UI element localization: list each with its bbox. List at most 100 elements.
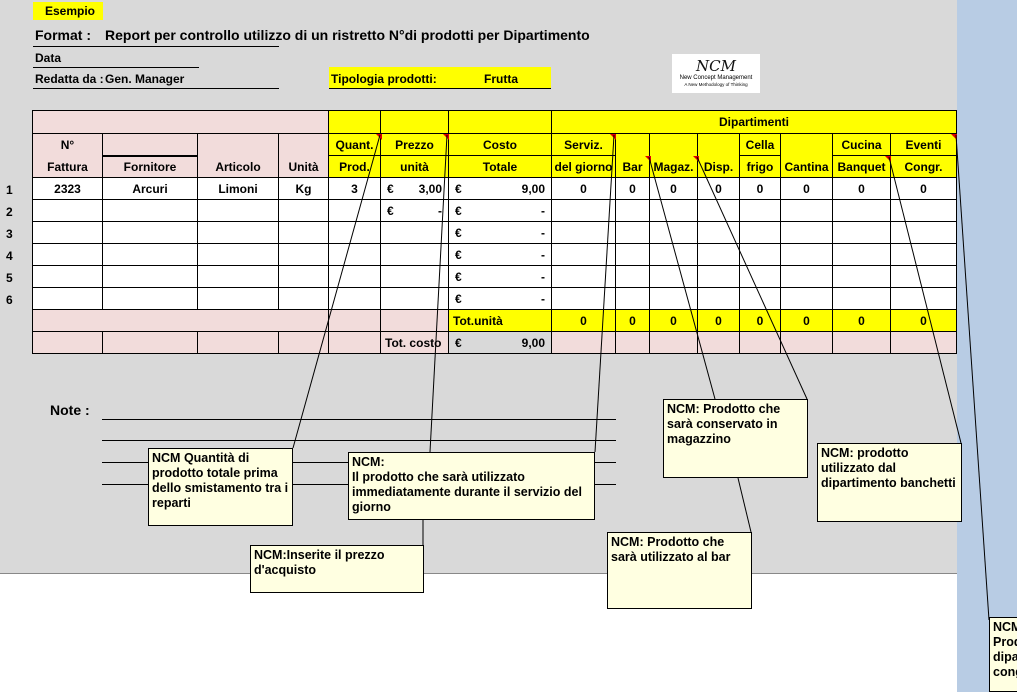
comment-bar[interactable]: NCM: Prodotto che sarà utilizzato al bar xyxy=(607,532,752,609)
table-cell[interactable]: €- xyxy=(381,200,449,222)
table-cell[interactable]: €9,00 xyxy=(449,178,552,200)
table-cell[interactable]: 0 xyxy=(698,178,740,200)
table-cell[interactable]: €3,00 xyxy=(381,178,449,200)
table-cell[interactable] xyxy=(781,244,833,266)
table-cell[interactable] xyxy=(781,288,833,310)
table-cell[interactable]: €- xyxy=(449,288,552,310)
table-cell[interactable] xyxy=(103,222,198,244)
table-cell[interactable] xyxy=(279,222,329,244)
table-cell[interactable] xyxy=(740,244,781,266)
table-cell[interactable] xyxy=(103,288,198,310)
comment-banchetti[interactable]: NCM: prodotto utilizzato dal dipartiment… xyxy=(817,443,962,522)
table-cell[interactable] xyxy=(650,200,698,222)
table-cell[interactable] xyxy=(329,244,381,266)
table-cell[interactable] xyxy=(891,288,957,310)
table-cell[interactable] xyxy=(740,222,781,244)
table-cell[interactable]: Arcuri xyxy=(103,178,198,200)
table-cell[interactable] xyxy=(279,266,329,288)
table-cell[interactable] xyxy=(650,288,698,310)
table-cell[interactable] xyxy=(552,200,616,222)
table-cell[interactable] xyxy=(833,200,891,222)
table-cell[interactable] xyxy=(552,288,616,310)
table-cell[interactable] xyxy=(698,244,740,266)
table-cell[interactable] xyxy=(833,244,891,266)
table-cell[interactable] xyxy=(33,244,103,266)
table-cell[interactable]: 0 xyxy=(833,178,891,200)
table-cell[interactable] xyxy=(781,200,833,222)
table-cell[interactable]: €- xyxy=(449,200,552,222)
comment-indicator-icon[interactable] xyxy=(951,134,957,140)
table-cell[interactable] xyxy=(279,244,329,266)
table-cell[interactable] xyxy=(698,200,740,222)
table-cell[interactable] xyxy=(103,244,198,266)
table-cell[interactable] xyxy=(740,200,781,222)
table-cell[interactable] xyxy=(552,266,616,288)
table-cell[interactable] xyxy=(279,288,329,310)
table-cell[interactable] xyxy=(279,200,329,222)
table-cell[interactable] xyxy=(381,266,449,288)
table-cell[interactable] xyxy=(833,222,891,244)
table-cell[interactable]: 0 xyxy=(891,178,957,200)
table-cell[interactable]: €- xyxy=(449,222,552,244)
table-cell[interactable]: 2323 xyxy=(33,178,103,200)
table-cell[interactable]: Kg xyxy=(279,178,329,200)
table-cell[interactable]: Limoni xyxy=(198,178,279,200)
table-cell[interactable] xyxy=(198,222,279,244)
table-cell[interactable] xyxy=(616,244,650,266)
table-cell[interactable] xyxy=(740,288,781,310)
table-cell[interactable] xyxy=(552,222,616,244)
comment-magazzino[interactable]: NCM: Prodotto che sarà conservato in mag… xyxy=(663,399,808,478)
table-cell[interactable]: 3 xyxy=(329,178,381,200)
table-cell[interactable] xyxy=(698,222,740,244)
table-cell[interactable] xyxy=(33,222,103,244)
table-cell[interactable] xyxy=(33,200,103,222)
table-cell[interactable] xyxy=(329,266,381,288)
table-cell[interactable] xyxy=(891,266,957,288)
table-cell[interactable] xyxy=(616,266,650,288)
table-cell[interactable] xyxy=(616,288,650,310)
table-cell[interactable]: 0 xyxy=(552,178,616,200)
table-cell[interactable] xyxy=(781,222,833,244)
table-cell[interactable] xyxy=(891,222,957,244)
table-cell[interactable] xyxy=(198,244,279,266)
table-cell[interactable] xyxy=(781,266,833,288)
comment-indicator-icon[interactable] xyxy=(443,134,449,140)
table-cell[interactable] xyxy=(891,244,957,266)
table-cell[interactable] xyxy=(33,266,103,288)
table-cell[interactable] xyxy=(833,266,891,288)
table-cell[interactable] xyxy=(833,288,891,310)
table-cell[interactable] xyxy=(381,288,449,310)
table-cell[interactable] xyxy=(740,266,781,288)
table-cell[interactable]: 0 xyxy=(781,178,833,200)
table-cell[interactable] xyxy=(891,200,957,222)
comment-indicator-icon[interactable] xyxy=(376,134,382,140)
table-cell[interactable] xyxy=(552,244,616,266)
table-cell[interactable]: 0 xyxy=(650,178,698,200)
comment-congressi[interactable]: NCM: Prod dipa cong xyxy=(989,617,1017,692)
table-cell[interactable] xyxy=(103,266,198,288)
table-cell[interactable]: €- xyxy=(449,244,552,266)
table-cell[interactable] xyxy=(650,244,698,266)
comment-indicator-icon[interactable] xyxy=(693,156,699,162)
table-cell[interactable] xyxy=(329,288,381,310)
table-cell[interactable] xyxy=(650,222,698,244)
table-cell[interactable] xyxy=(698,266,740,288)
table-cell[interactable] xyxy=(650,266,698,288)
table-cell[interactable] xyxy=(381,244,449,266)
table-cell[interactable]: €- xyxy=(449,266,552,288)
table-cell[interactable] xyxy=(198,200,279,222)
table-cell[interactable] xyxy=(329,222,381,244)
comment-indicator-icon[interactable] xyxy=(645,156,651,162)
comment-indicator-icon[interactable] xyxy=(610,134,616,140)
table-cell[interactable] xyxy=(381,222,449,244)
table-cell[interactable] xyxy=(198,288,279,310)
table-cell[interactable] xyxy=(329,200,381,222)
table-cell[interactable] xyxy=(698,288,740,310)
table-cell[interactable] xyxy=(616,222,650,244)
table-cell[interactable] xyxy=(33,288,103,310)
table-cell[interactable]: 0 xyxy=(616,178,650,200)
comment-prezzo[interactable]: NCM:Inserite il prezzo d'acquisto xyxy=(250,545,424,593)
table-cell[interactable] xyxy=(616,200,650,222)
table-cell[interactable]: 0 xyxy=(740,178,781,200)
comment-quantita[interactable]: NCM Quantità di prodotto totale prima de… xyxy=(148,448,293,526)
